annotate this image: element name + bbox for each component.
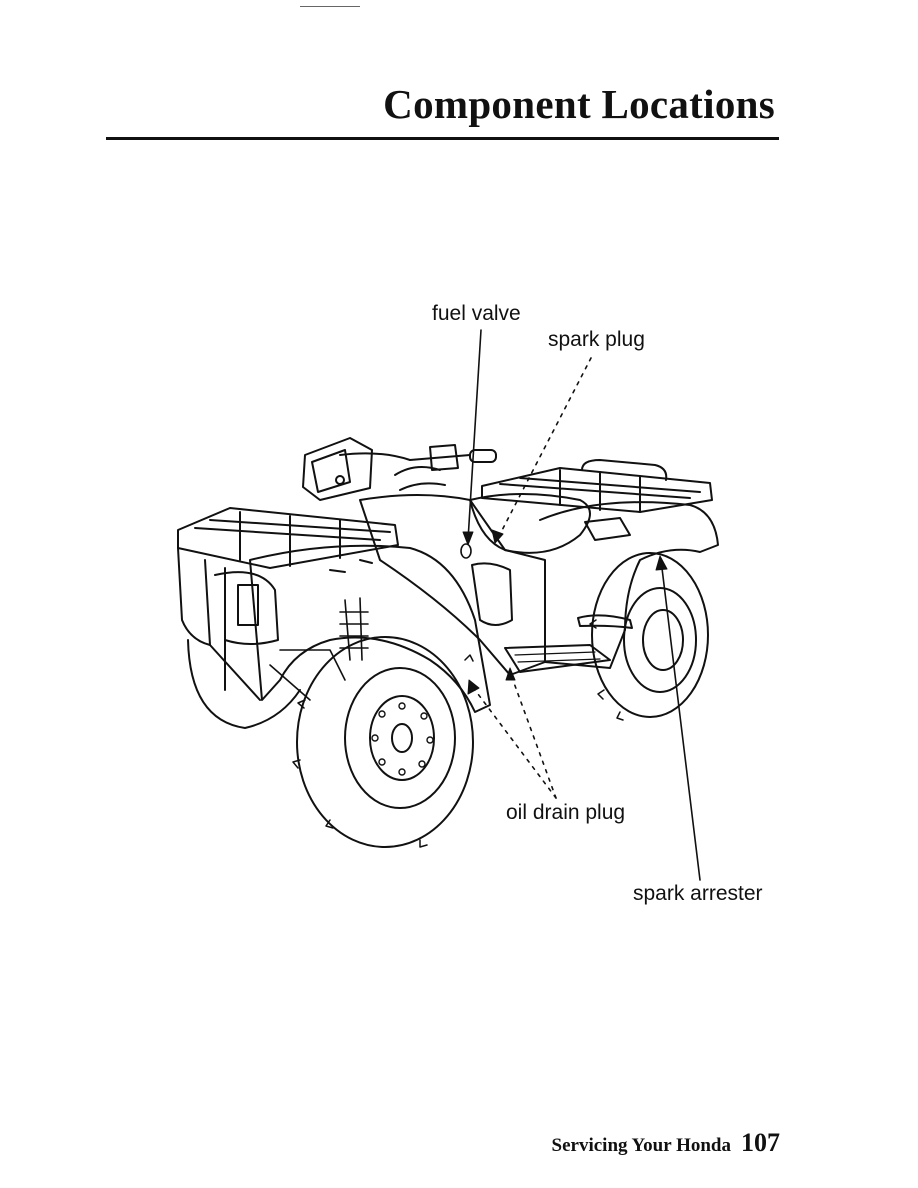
page-footer: Servicing Your Honda 107 bbox=[552, 1128, 780, 1158]
front-bumper bbox=[177, 547, 279, 701]
scan-mark bbox=[300, 6, 360, 7]
body-panel bbox=[359, 494, 546, 676]
handlebar bbox=[339, 444, 497, 491]
front-tire-right bbox=[292, 636, 474, 848]
label-oil-drain-plug: oil drain plug bbox=[506, 801, 626, 824]
leader-spark-arrester bbox=[655, 555, 701, 881]
label-spark-arrester: spark arrester bbox=[633, 882, 763, 905]
rear-fender bbox=[539, 501, 719, 669]
leader-oil-drain-plug bbox=[467, 667, 557, 799]
leader-spark-plug bbox=[491, 357, 592, 544]
page-title: Component Locations bbox=[383, 81, 775, 127]
headlight bbox=[302, 437, 373, 501]
label-spark-plug: spark plug bbox=[548, 328, 645, 351]
page-number: 107 bbox=[741, 1128, 780, 1157]
shift-lever bbox=[577, 614, 633, 629]
seat bbox=[469, 493, 591, 554]
footer-section-title: Servicing Your Honda bbox=[551, 1135, 731, 1156]
rear-tire-left bbox=[187, 639, 301, 729]
front-fender bbox=[249, 544, 491, 713]
leader-fuel-valve bbox=[460, 329, 482, 559]
rear-tire-right bbox=[589, 552, 709, 721]
footrest bbox=[504, 644, 611, 673]
title-rule bbox=[106, 137, 779, 140]
label-fuel-valve: fuel valve bbox=[432, 302, 521, 325]
front-suspension bbox=[269, 597, 369, 701]
